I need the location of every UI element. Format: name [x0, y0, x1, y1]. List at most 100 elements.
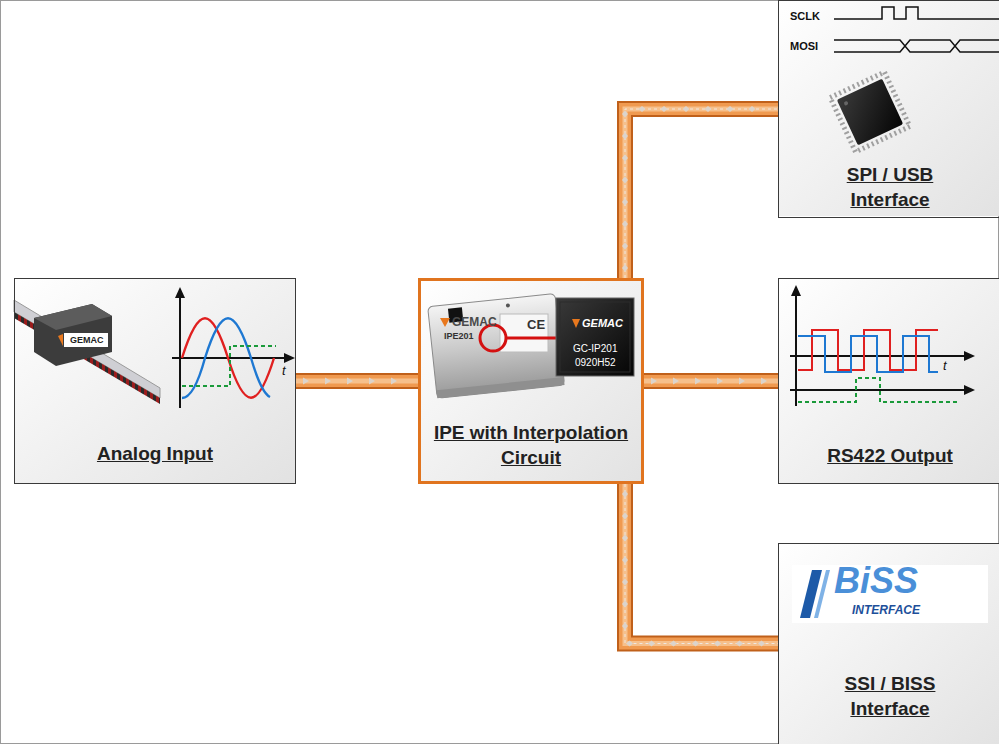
signal-band [369, 378, 375, 385]
interpolation-module [480, 325, 506, 351]
interface-box: Analog Input [14, 278, 296, 484]
interpolation-module [440, 318, 450, 327]
signal-band [739, 378, 745, 385]
signal-band [296, 379, 418, 384]
linear-scale-sensor [34, 304, 112, 366]
interpolation-module [500, 314, 548, 352]
signal-band [622, 111, 628, 118]
signal-band [296, 378, 418, 385]
box-fill [778, 278, 999, 484]
microcontroller-chip [843, 101, 848, 106]
interpolation-module [506, 303, 510, 307]
sine-signal-plot [175, 287, 185, 298]
signal-band [347, 378, 353, 385]
diagram-label: IPE201 [444, 332, 474, 341]
diagram-label: CE [527, 318, 545, 331]
microcontroller-chip [830, 72, 910, 152]
signal-band [625, 109, 778, 278]
signal-band [695, 378, 701, 385]
interpolation-module [436, 377, 564, 398]
signal-band [639, 106, 646, 112]
diagram-label: 0920H52 [575, 358, 616, 368]
rs422-waveform [790, 389, 966, 391]
signal-band [622, 265, 628, 272]
box-title: SPI / USB Interface [830, 162, 950, 212]
diagram-label: GEMAC [582, 318, 623, 329]
signal-band [325, 378, 331, 385]
diagram-label: t [943, 359, 947, 372]
signal-band [644, 379, 778, 384]
sine-signal-plot [284, 353, 295, 363]
rs422-waveform [790, 285, 975, 406]
diagram-label: SCLK [790, 11, 820, 22]
diagram-label: t [282, 364, 286, 377]
rs422-waveform [791, 285, 801, 296]
box-title: IPE with Interpolation Circuit [421, 420, 641, 470]
signal-band [622, 177, 628, 184]
signal-band [736, 641, 743, 647]
signal-band [692, 641, 699, 647]
signal-band [705, 106, 712, 112]
signal-band [622, 199, 628, 206]
spi-waveform [834, 7, 999, 19]
linear-scale-sensor [64, 333, 108, 347]
signal-band [673, 378, 679, 385]
interface-box: SPI / USB Interface [778, 0, 999, 218]
signal-band [622, 535, 628, 542]
interpolation-chip [556, 298, 634, 376]
diagram-label: MOSI [790, 41, 818, 52]
box-fill [418, 278, 644, 484]
interface-box: RS422 Output [778, 278, 999, 484]
signal-band [758, 641, 765, 647]
box-fill [778, 0, 999, 216]
signal-band [622, 557, 628, 564]
signal-band [622, 601, 628, 608]
box-fill [14, 0, 999, 744]
sine-signal-plot [182, 346, 276, 386]
interpolation-chip [556, 298, 634, 376]
signal-band [622, 243, 628, 250]
signal-band [717, 378, 723, 385]
interpolation-chip [560, 302, 630, 372]
signal-band [714, 641, 721, 647]
diagram-label: BiSS [834, 563, 918, 599]
interface-box: IPE with Interpolation Circuit [418, 278, 644, 484]
rs422-waveform [798, 378, 960, 402]
box-title: RS422 Output [790, 443, 990, 468]
signal-band [296, 375, 418, 387]
signal-band [651, 378, 657, 385]
signal-band [622, 484, 778, 647]
signal-band [644, 373, 778, 389]
interpolation-module [428, 293, 565, 398]
microcontroller-chip [830, 72, 910, 152]
linear-scale-sensor [14, 300, 160, 404]
signal-band [625, 109, 778, 278]
signal-band [622, 579, 628, 586]
signal-band [625, 484, 778, 644]
diagram-label: GEMAC [70, 336, 104, 345]
box-title: SSI / BISS Interface [830, 671, 950, 721]
spi-waveform [834, 7, 999, 52]
signal-band [749, 106, 756, 112]
sine-signal-plot [172, 287, 295, 408]
signal-band [622, 221, 628, 228]
signal-band [644, 378, 778, 385]
diagram-label: GC-IP201 [573, 344, 617, 354]
biss-logo [814, 570, 830, 618]
signal-band [622, 491, 628, 498]
signal-band [622, 106, 778, 278]
diagram-label: GEMAC [452, 316, 497, 328]
rs422-waveform [964, 385, 975, 395]
signal-band [670, 641, 677, 647]
rs422-waveform [798, 336, 938, 372]
signal-band [626, 641, 633, 647]
signal-band [625, 484, 778, 644]
signal-band [622, 623, 628, 630]
signal-band [727, 106, 734, 112]
interpolation-module [428, 293, 565, 398]
box-fill [14, 278, 296, 484]
